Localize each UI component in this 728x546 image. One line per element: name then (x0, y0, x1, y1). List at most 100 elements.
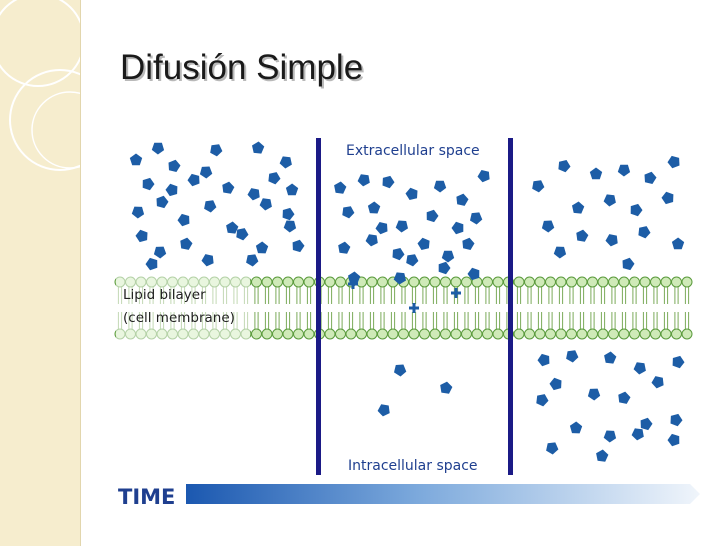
molecule (199, 166, 213, 179)
lipid-tail (464, 287, 469, 329)
lipid-head (660, 328, 672, 340)
lipid-head (587, 328, 598, 340)
lipid-tail (495, 287, 501, 329)
lipid-head (650, 328, 661, 340)
time-label: TIME (118, 485, 175, 509)
molecule (252, 141, 265, 154)
lipid-tail (485, 287, 490, 329)
molecule (667, 155, 680, 169)
molecule (603, 430, 617, 443)
molecule (153, 246, 167, 259)
molecules (129, 141, 685, 462)
lipid-head (629, 276, 640, 288)
lipid-tail (548, 287, 553, 329)
molecule (532, 180, 545, 193)
lipid-tail (369, 287, 375, 329)
molecule (406, 254, 419, 267)
lipid-head (251, 328, 262, 340)
molecule (367, 201, 381, 214)
lipid-head (461, 328, 472, 340)
molecule (630, 203, 643, 217)
lipid-head (440, 276, 451, 288)
lipid-head (335, 328, 346, 340)
molecule (537, 353, 550, 367)
molecule (282, 207, 295, 221)
molecule (201, 254, 214, 267)
lipid-head (545, 276, 556, 288)
molecule (456, 193, 469, 206)
lipid-tail (611, 287, 616, 329)
lipid-head (587, 276, 598, 288)
divider-1 (316, 138, 321, 475)
molecule (644, 171, 657, 184)
molecule (279, 156, 292, 169)
molecule (210, 144, 223, 157)
lipid-head (482, 328, 493, 340)
molecule (553, 246, 567, 259)
lipid-head (471, 328, 483, 340)
molecule (236, 228, 249, 241)
extracellular-label: Extracellular space (346, 143, 480, 159)
lipid-head (524, 276, 535, 288)
molecule (441, 250, 455, 263)
lipid-tail (390, 287, 396, 329)
lipid-tail (254, 287, 259, 329)
lipid-tail (380, 287, 385, 329)
lipid-head (303, 276, 315, 288)
molecule (405, 187, 418, 200)
lipid-head (377, 328, 388, 340)
molecule (661, 191, 674, 205)
molecule (177, 213, 190, 227)
molecule (622, 257, 635, 271)
lipid-head (597, 276, 609, 288)
molecule (541, 220, 555, 233)
lipid-head (429, 328, 441, 340)
lipid-head (597, 328, 609, 340)
diffusion-diagram: Extracellular space Intracellular space … (114, 138, 700, 509)
lipid-head (272, 328, 283, 340)
molecule (382, 175, 395, 189)
lipid-head (492, 328, 504, 340)
lipid-head (335, 276, 346, 288)
molecule (558, 160, 571, 173)
molecule (426, 209, 439, 223)
lipid-head (303, 328, 315, 340)
molecule (342, 206, 355, 219)
molecule (462, 237, 475, 250)
molecule-crossing-membrane (451, 288, 461, 298)
molecule (365, 234, 378, 247)
lipid-head (660, 276, 672, 288)
molecule (142, 177, 155, 191)
molecule (131, 206, 145, 219)
lipid-head (566, 276, 577, 288)
lipid-head (545, 328, 556, 340)
lipid-head (272, 276, 283, 288)
molecule (392, 248, 405, 261)
lipid-head (534, 328, 546, 340)
lipid-tail (590, 287, 595, 329)
lipid-tail (474, 287, 480, 329)
molecule (477, 170, 490, 183)
lipid-head (681, 328, 693, 340)
lipid-head (450, 328, 462, 340)
molecule-crossing-membrane (409, 303, 419, 313)
molecule (255, 241, 269, 254)
slide-title: Difusión Simple (120, 48, 364, 87)
lipid-head (513, 328, 525, 340)
molecule (667, 433, 680, 447)
lipid-head (618, 276, 630, 288)
molecule (440, 381, 453, 394)
molecule (596, 449, 609, 462)
lipid-head (282, 276, 294, 288)
membrane-label-line2: (cell membrane) (123, 310, 235, 326)
lipid-head (513, 276, 525, 288)
molecule (168, 159, 181, 172)
lipid-tail (411, 287, 417, 329)
molecule-crossing-membrane (348, 279, 358, 289)
molecule (603, 194, 616, 207)
lipid-head (671, 276, 682, 288)
lipid-tail (264, 287, 270, 329)
divider-2 (508, 138, 513, 475)
molecule (438, 261, 451, 275)
lipid-tail (327, 287, 333, 329)
